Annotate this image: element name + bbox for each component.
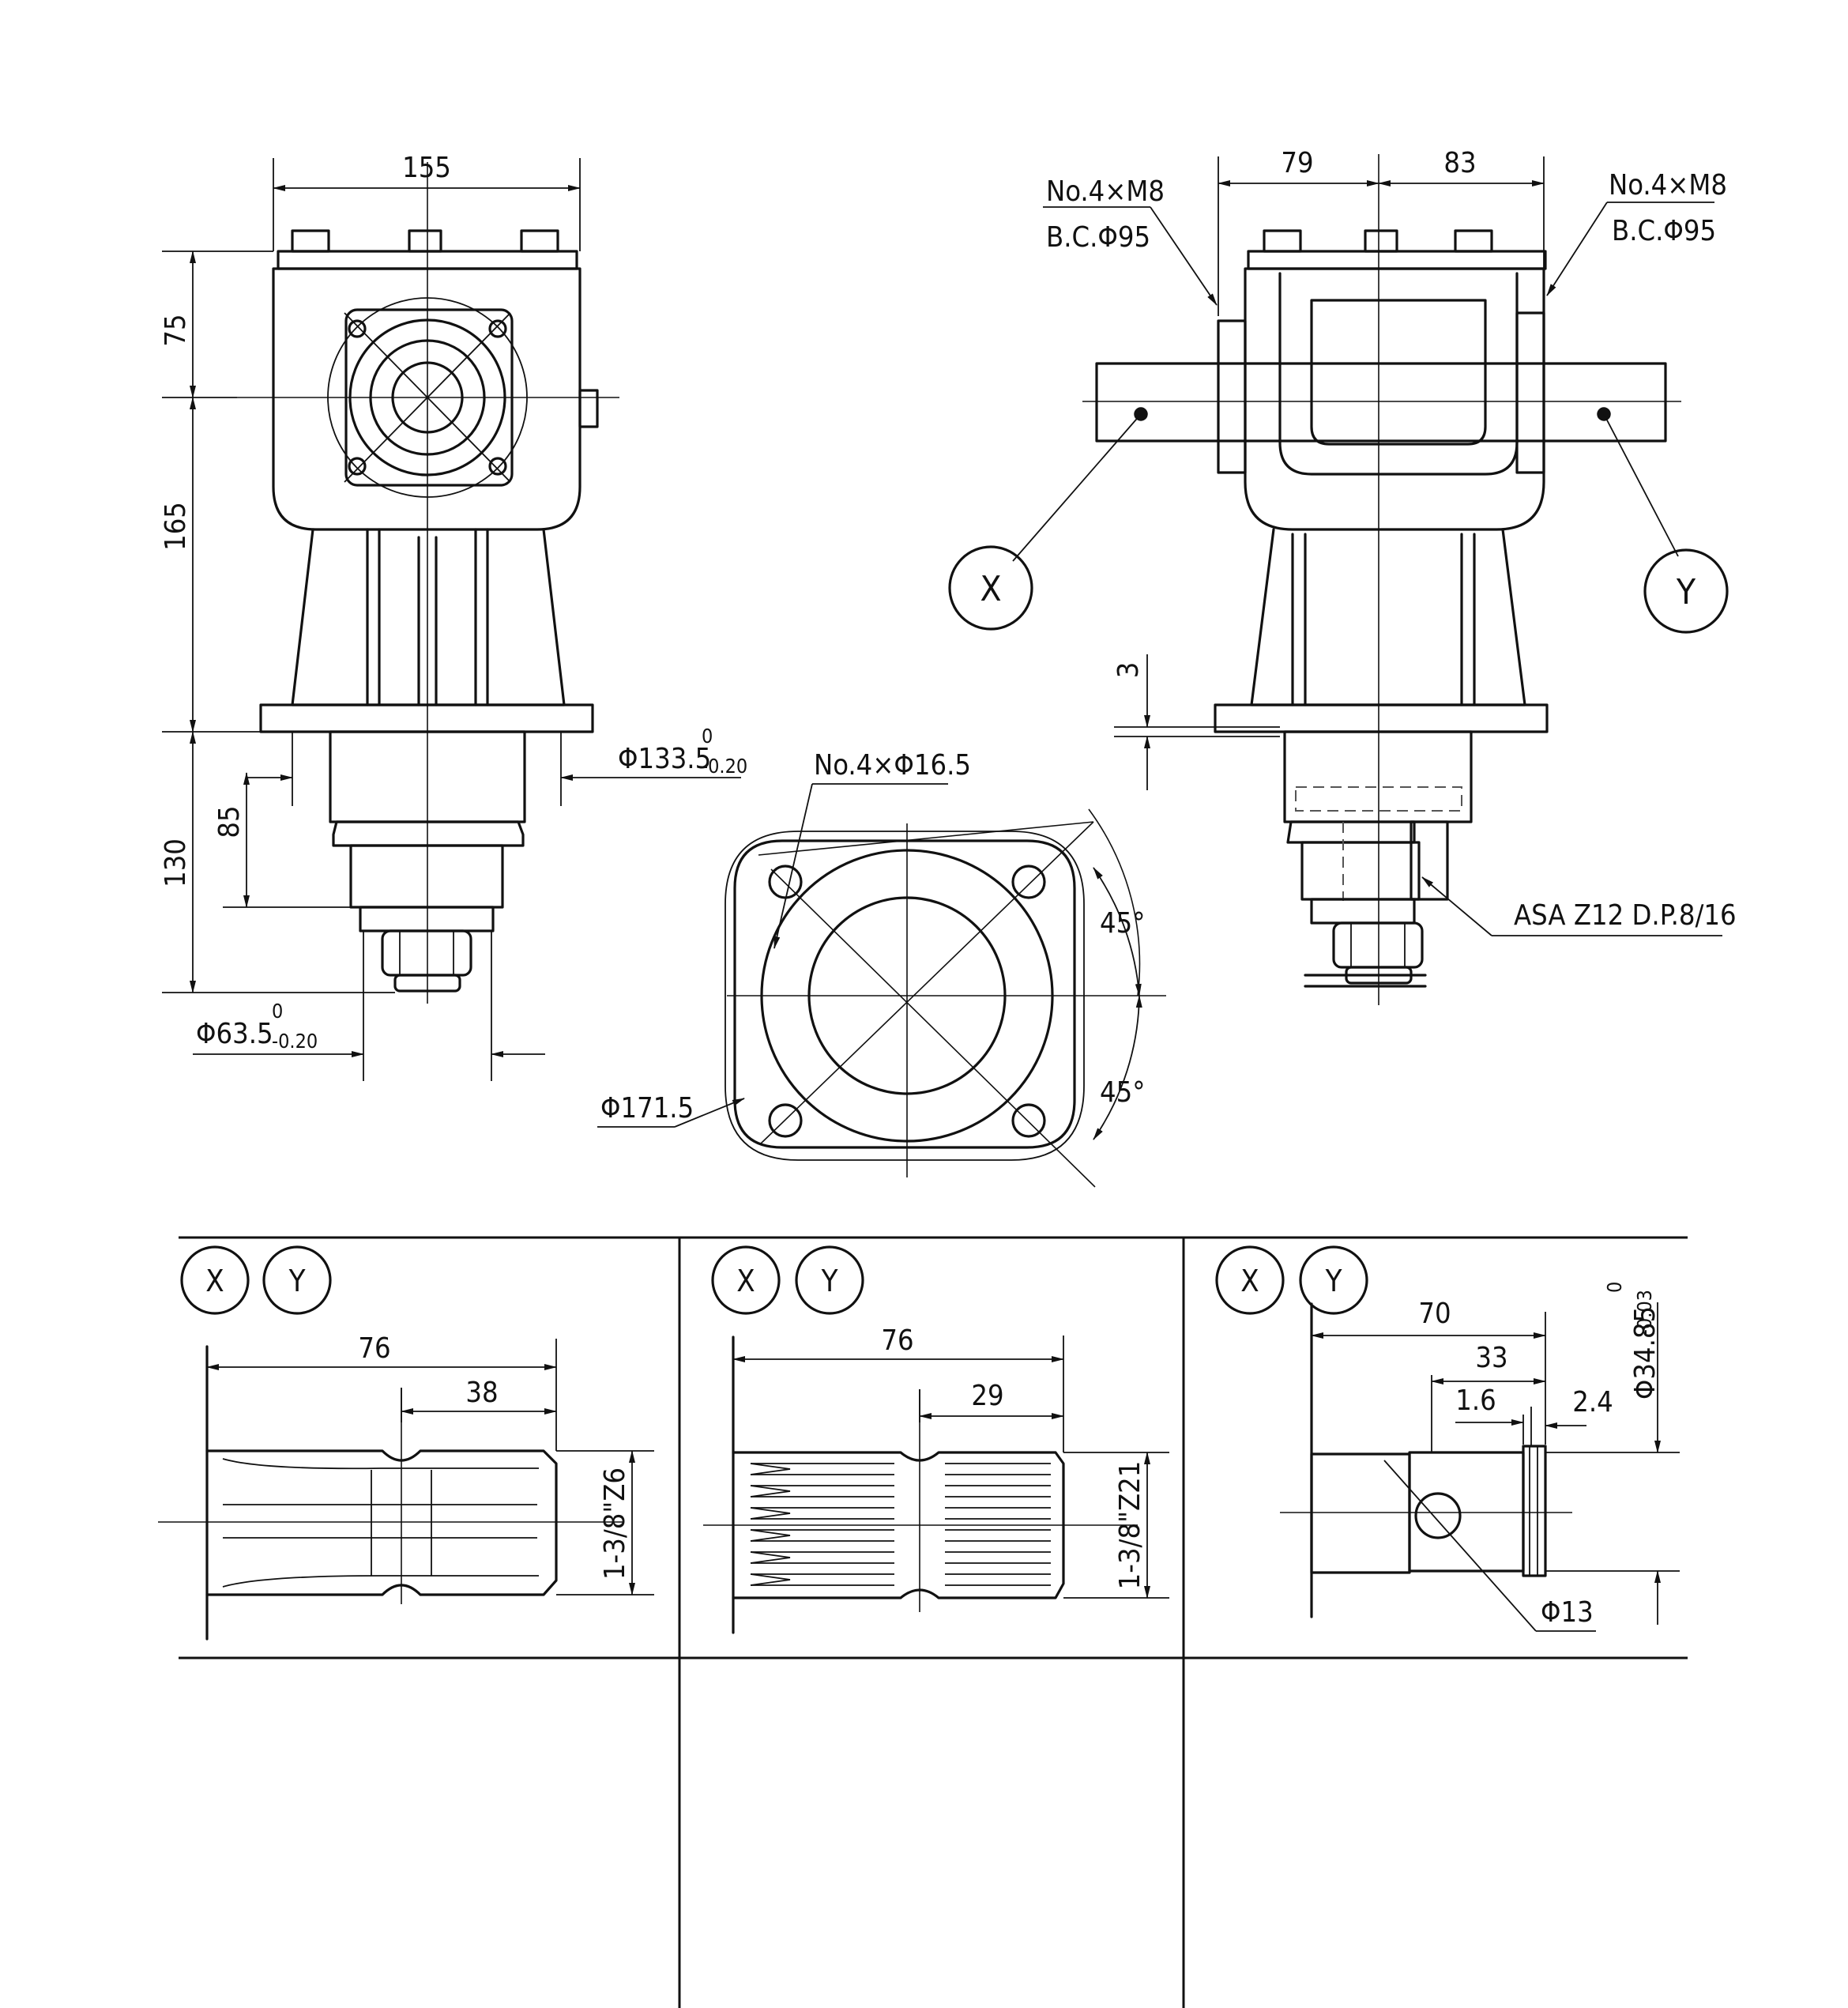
gear-note: ASA Z12 D.P.8/16: [1514, 899, 1737, 932]
dia-hub: Φ63.5: [196, 1018, 273, 1050]
opt1-spline: 1-3/8"Z6: [599, 1467, 631, 1580]
shaft-options-table: [179, 1236, 1688, 2008]
bottom-view-dimensions: No.4×Φ16.5 45° 45° Φ171.5: [597, 749, 1145, 1140]
dim-top-75: 75: [160, 314, 192, 346]
dim-lower-130: 130: [160, 838, 192, 887]
front-view-dimensions: 155 75 165 130 85 Φ133.5 0 -0.20: [160, 152, 747, 1081]
opt3-dia-hole: Φ13: [1541, 1596, 1594, 1629]
side-view-centerlines: [1082, 154, 1681, 1005]
opt2-tag-x: X: [736, 1264, 755, 1298]
opt2-spline: 1-3/8"Z21: [1114, 1461, 1146, 1590]
opt3-tag-y: Y: [1325, 1264, 1342, 1298]
bolt-note-left-1: No.4×M8: [1046, 175, 1165, 208]
opt3-dia-tol-low: -0.03: [1633, 1290, 1656, 1336]
shaft-option-z6: X Y 76 38 1-3/8"Z6: [158, 1245, 654, 1641]
tag-y: Y: [1676, 572, 1696, 612]
bolt-note-right-2: B.C.Φ95: [1612, 215, 1716, 247]
front-view-body: [259, 229, 599, 993]
dia-flange-tol-low: -0.20: [702, 755, 747, 778]
opt2-dim-29: 29: [971, 1380, 1003, 1412]
dim-right-83: 83: [1443, 147, 1476, 179]
dia-flange: Φ133.5: [618, 743, 711, 775]
dim-width-155: 155: [402, 152, 451, 184]
angle-top: 45°: [1100, 907, 1145, 940]
bolt-note-left-2: B.C.Φ95: [1046, 221, 1150, 254]
dim-left-79: 79: [1281, 147, 1313, 179]
opt3-dia-main: Φ34.85: [1629, 1306, 1662, 1400]
tag-x: X: [980, 569, 1001, 609]
opt2-spline-teeth: [750, 1463, 1051, 1586]
dia-outer: Φ171.5: [600, 1092, 694, 1125]
shaft-option-z21: X Y 76 29 1-3/8"Z21: [703, 1245, 1169, 1634]
opt3-tag-x: X: [1240, 1264, 1259, 1298]
dia-flange-tol-up: 0: [702, 725, 713, 748]
opt2-tag-y: Y: [821, 1264, 838, 1298]
side-view-dimensions: 79 83 No.4×M8 B.C.Φ95 No.4×M8 B.C.Φ95 X …: [948, 147, 1737, 936]
bottom-view: No.4×Φ16.5 45° 45° Φ171.5: [597, 749, 1166, 1188]
opt1-dim-38: 38: [465, 1377, 498, 1409]
opt3-dim-33: 33: [1475, 1342, 1507, 1374]
side-view-body: [1095, 229, 1667, 988]
dia-hub-tol-low: -0.20: [272, 1030, 318, 1053]
shaft-option-plain: X Y Φ13 70 33 1.6 2.4 Φ34.85 0 -0.03: [1215, 1245, 1680, 1632]
dia-hub-tol-up: 0: [272, 1000, 283, 1023]
dim-flange-3: 3: [1112, 662, 1145, 679]
dim-stub-85: 85: [213, 805, 246, 838]
side-view: 79 83 No.4×M8 B.C.Φ95 No.4×M8 B.C.Φ95 X …: [948, 147, 1737, 1005]
bolt-note-right-1: No.4×M8: [1609, 169, 1727, 202]
opt3-dim-1-6: 1.6: [1455, 1385, 1496, 1417]
dim-body-165: 165: [160, 502, 192, 551]
opt3-dim-2-4: 2.4: [1572, 1386, 1613, 1418]
opt1-dim-76: 76: [358, 1332, 390, 1365]
front-view: 155 75 165 130 85 Φ133.5 0 -0.20: [160, 152, 747, 1081]
opt1-tag-x: X: [205, 1264, 224, 1298]
opt3-dia-tol-up: 0: [1603, 1282, 1626, 1293]
opt2-dim-76: 76: [881, 1324, 913, 1357]
opt1-tag-y: Y: [288, 1264, 306, 1298]
front-view-centerlines: [237, 162, 619, 1004]
angle-bottom: 45°: [1100, 1076, 1145, 1109]
opt3-dim-70: 70: [1418, 1298, 1451, 1330]
holes-note: No.4×Φ16.5: [814, 749, 971, 782]
